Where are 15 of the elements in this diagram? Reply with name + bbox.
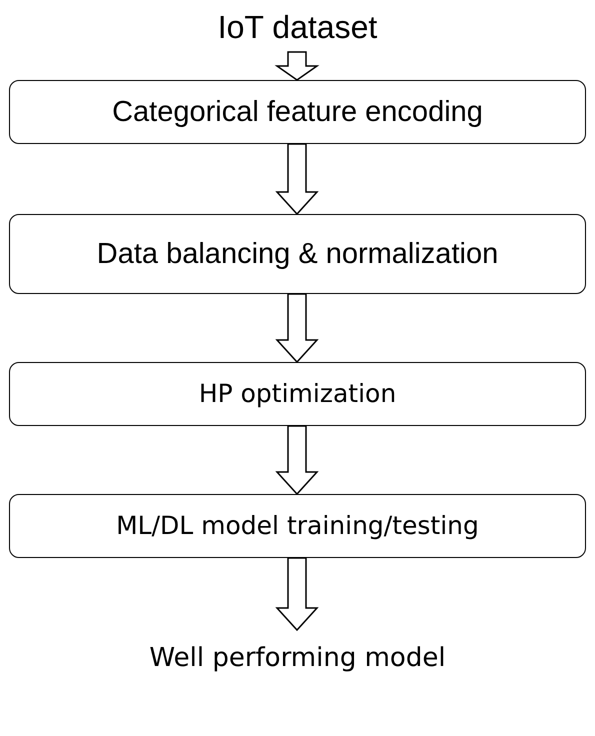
process-box	[9, 80, 586, 144]
step-label: Categorical feature encoding	[112, 94, 483, 130]
terminal-label: IoT dataset	[218, 8, 378, 47]
step-label: HP optimization	[198, 378, 396, 410]
hollow-down-arrow	[274, 51, 320, 81]
hollow-down-arrow	[275, 143, 319, 216]
process-box	[9, 494, 586, 558]
process-box	[9, 214, 586, 294]
terminal-label: Well performing model	[149, 642, 446, 674]
process-box	[9, 362, 586, 426]
step-label: ML/DL model training/testing	[116, 510, 479, 542]
hollow-down-arrow	[275, 425, 319, 496]
hollow-down-arrow	[275, 293, 319, 364]
step-label: Data balancing & normalization	[96, 236, 498, 272]
hollow-down-arrow	[275, 557, 319, 632]
